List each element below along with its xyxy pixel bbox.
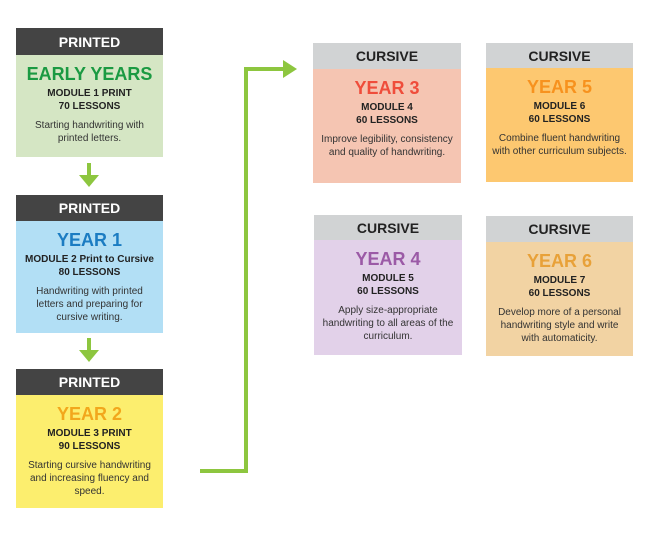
arrow-head-2 bbox=[79, 350, 99, 362]
card-header: CURSIVE bbox=[486, 43, 633, 68]
stage-card: CURSIVE YEAR 5 MODULE 6 60 LESSONS Combi… bbox=[486, 43, 633, 182]
card-body: YEAR 3 MODULE 4 60 LESSONS Improve legib… bbox=[313, 69, 461, 183]
card-title: YEAR 2 bbox=[56, 404, 123, 424]
card-module: MODULE 5 bbox=[362, 273, 414, 284]
card-title: YEAR 5 bbox=[526, 77, 593, 97]
card-description: Handwriting with printed letters and pre… bbox=[36, 286, 143, 323]
card-lessons: 70 LESSONS bbox=[58, 101, 121, 112]
card-lessons: 90 LESSONS bbox=[58, 441, 121, 452]
card-body: YEAR 2 MODULE 3 PRINT 90 LESSONS Startin… bbox=[16, 395, 163, 508]
card-description: Starting handwriting with printed letter… bbox=[35, 120, 144, 144]
card-title: EARLY YEARS bbox=[26, 64, 153, 84]
card-module: MODULE 6 bbox=[533, 101, 586, 112]
card-body: YEAR 5 MODULE 6 60 LESSONS Combine fluen… bbox=[486, 68, 633, 182]
stage-card: CURSIVE YEAR 4 MODULE 5 60 LESSONS Apply… bbox=[314, 215, 462, 355]
arrow-head-3 bbox=[283, 60, 297, 78]
card-body: YEAR 6 MODULE 7 60 LESSONS Develop more … bbox=[486, 242, 633, 356]
card-header: CURSIVE bbox=[314, 215, 462, 240]
card-lessons: 60 LESSONS bbox=[528, 288, 591, 299]
card-module: MODULE 1 PRINT bbox=[47, 88, 132, 99]
stage-card: CURSIVE YEAR 3 MODULE 4 60 LESSONS Impro… bbox=[313, 43, 461, 183]
card-header: CURSIVE bbox=[313, 43, 461, 69]
stage-card: PRINTED YEAR 1 MODULE 2 Print to Cursive… bbox=[16, 195, 163, 333]
card-lessons: 60 LESSONS bbox=[528, 114, 591, 125]
card-description: Combine fluent handwriting with other cu… bbox=[492, 133, 627, 157]
card-header: CURSIVE bbox=[486, 216, 633, 242]
arrow-head-1 bbox=[79, 175, 99, 187]
card-body: EARLY YEARS MODULE 1 PRINT 70 LESSONS St… bbox=[16, 55, 163, 157]
card-description: Starting cursive handwriting and increas… bbox=[28, 460, 151, 497]
card-lessons: 60 LESSONS bbox=[356, 115, 418, 126]
card-title: YEAR 6 bbox=[526, 251, 593, 271]
stage-card: PRINTED YEAR 2 MODULE 3 PRINT 90 LESSONS… bbox=[16, 369, 163, 508]
card-module: MODULE 3 PRINT bbox=[47, 428, 132, 439]
card-description: Apply size-appropriate handwriting to al… bbox=[322, 305, 454, 342]
card-lessons: 80 LESSONS bbox=[58, 267, 121, 278]
card-header: PRINTED bbox=[16, 195, 163, 221]
card-module: MODULE 7 bbox=[533, 275, 586, 286]
card-lessons: 60 LESSONS bbox=[357, 286, 419, 297]
stage-card: CURSIVE YEAR 6 MODULE 7 60 LESSONS Devel… bbox=[486, 216, 633, 356]
card-body: YEAR 1 MODULE 2 Print to Cursive 80 LESS… bbox=[16, 221, 163, 333]
connector-line bbox=[200, 67, 284, 473]
card-description: Improve legibility, consistency and qual… bbox=[321, 134, 453, 158]
card-body: YEAR 4 MODULE 5 60 LESSONS Apply size-ap… bbox=[314, 240, 462, 355]
card-module: MODULE 4 bbox=[361, 102, 413, 113]
card-header: PRINTED bbox=[16, 369, 163, 395]
card-title: YEAR 1 bbox=[56, 230, 123, 250]
card-title: YEAR 4 bbox=[355, 249, 421, 269]
card-module: MODULE 2 Print to Cursive bbox=[25, 254, 154, 265]
stage-card: PRINTED EARLY YEARS MODULE 1 PRINT 70 LE… bbox=[16, 28, 163, 157]
card-description: Develop more of a personal handwriting s… bbox=[498, 307, 621, 344]
card-title: YEAR 3 bbox=[354, 78, 420, 98]
card-header: PRINTED bbox=[16, 28, 163, 55]
